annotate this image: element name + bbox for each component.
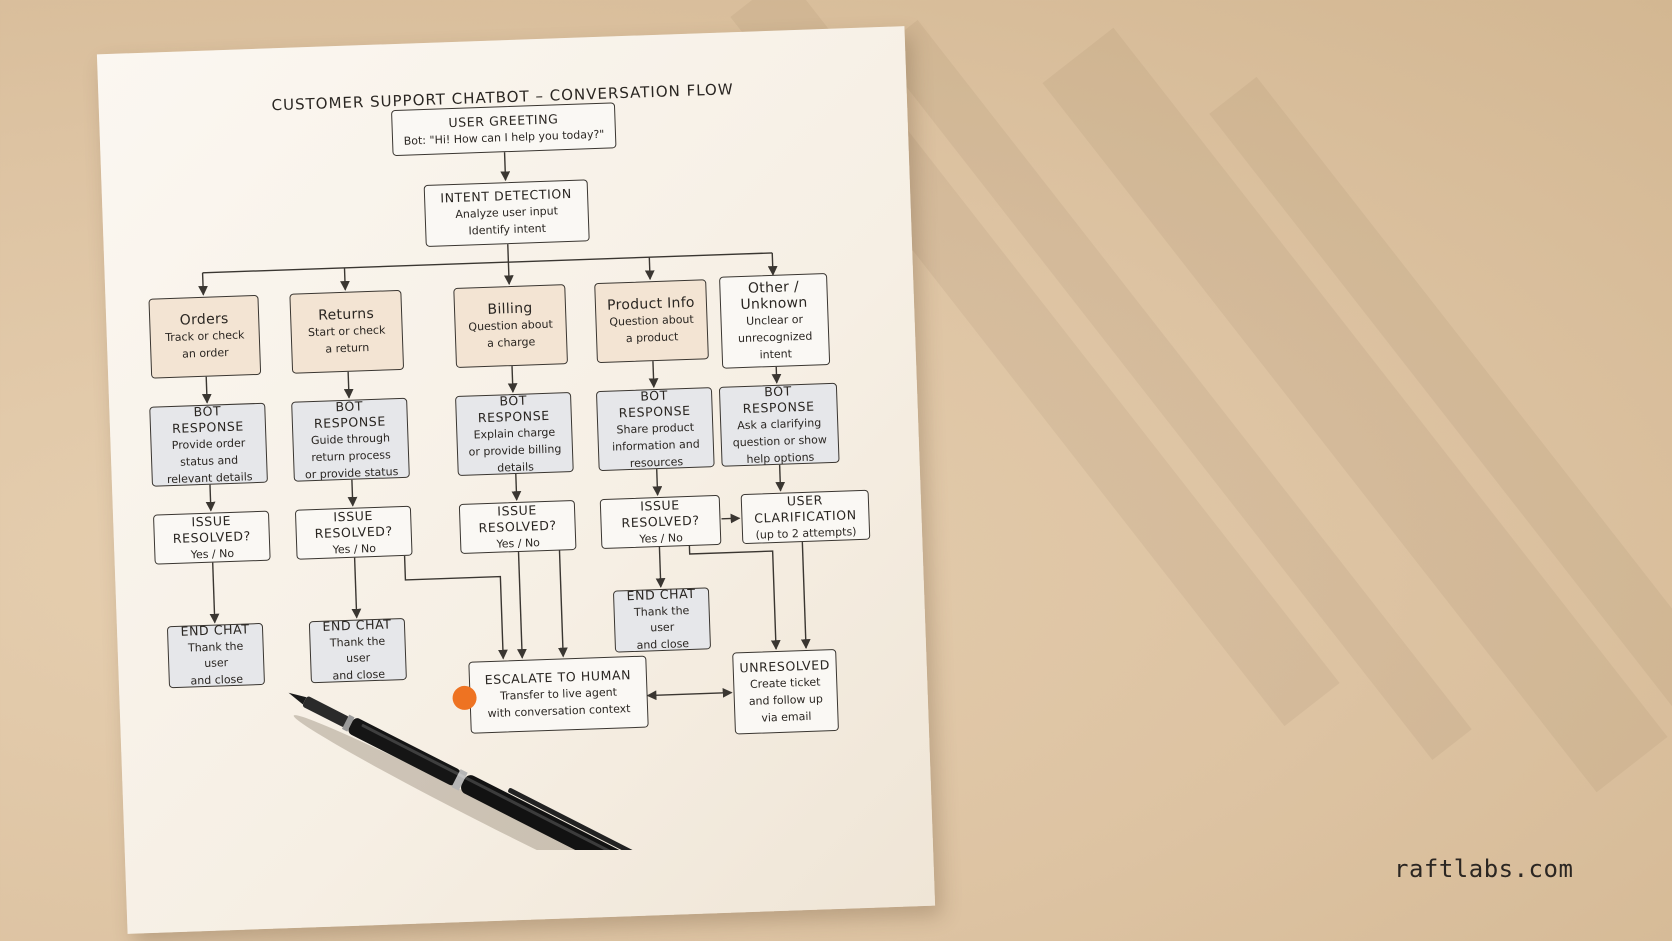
issue-resolved-options: Yes / No xyxy=(190,546,235,561)
intent-detection-line: Identify intent xyxy=(468,221,547,238)
unresolved-node: UNRESOLVED Create ticket and follow up v… xyxy=(732,648,839,735)
bot-response-orders: BOT RESPONSE Provide order status and re… xyxy=(149,402,268,487)
user-greeting-node: USER GREETING Bot: "Hi! How can I help y… xyxy=(391,102,617,157)
bot-response-heading: BOT RESPONSE xyxy=(313,397,387,431)
shadow-stripe xyxy=(1042,27,1668,793)
category-heading: Returns xyxy=(317,305,375,324)
pen-image xyxy=(288,692,671,850)
category-heading: Product Info xyxy=(606,294,696,314)
flowchart-paper: CUSTOMER SUPPORT CHATBOT – CONVERSATION … xyxy=(96,26,936,934)
bot-response-returns: BOT RESPONSE Guide through return proces… xyxy=(291,397,410,482)
category-returns: Returns Start or check a return xyxy=(289,289,405,374)
intent-detection-node: INTENT DETECTION Analyze user input Iden… xyxy=(423,179,590,248)
category-line: Question about xyxy=(609,312,694,329)
bot-response-line: Guide through xyxy=(310,430,391,447)
category-line: a return xyxy=(325,341,370,356)
end-chat-line: and close xyxy=(190,672,244,688)
category-other-unknown: Other / Unknown Unclear or unrecognized … xyxy=(719,273,831,369)
category-heading: Unknown xyxy=(740,294,808,313)
category-line: unrecognized xyxy=(737,329,813,345)
unresolved-line: via email xyxy=(761,709,812,725)
bot-response-heading: BOT RESPONSE xyxy=(618,387,691,420)
category-heading: Billing xyxy=(487,300,533,318)
category-orders: Orders Track or check an order xyxy=(148,294,262,379)
issue-resolved-options: Yes / No xyxy=(496,535,541,551)
category-billing: Billing Question about a charge xyxy=(453,284,568,369)
user-clarification-text: (up to 2 attempts) xyxy=(755,524,857,542)
user-clarification-heading: USER CLARIFICATION xyxy=(753,491,857,526)
end-chat-orders: END CHAT Thank the user and close xyxy=(166,621,265,689)
bot-response-line: or provide status xyxy=(304,464,399,481)
end-chat-heading: END CHAT xyxy=(180,621,250,639)
category-line: a charge xyxy=(486,335,536,350)
issue-resolved-product-info: ISSUE RESOLVED? Yes / No xyxy=(599,494,722,550)
issue-resolved-heading: ISSUE RESOLVED? xyxy=(172,512,252,546)
category-line: Start or check xyxy=(307,323,386,340)
unresolved-heading: UNRESOLVED xyxy=(739,656,831,675)
bot-response-line: Ask a clarifying xyxy=(736,415,822,432)
issue-resolved-heading: ISSUE RESOLVED? xyxy=(621,496,700,530)
bot-response-line: help options xyxy=(746,450,815,466)
bot-response-line: or provide billing xyxy=(468,441,562,459)
bot-response-line: resources xyxy=(629,454,684,470)
brand-watermark: raftlabs.com xyxy=(1394,855,1574,883)
bot-response-line: Provide order xyxy=(171,435,246,452)
category-heading: Orders xyxy=(179,310,229,329)
end-chat-heading: END CHAT xyxy=(626,585,696,604)
bot-response-line: Share product xyxy=(616,420,695,436)
category-line: an order xyxy=(181,345,229,361)
connector-arrows xyxy=(198,152,811,701)
bot-response-heading: BOT RESPONSE xyxy=(171,402,245,436)
bot-response-line: relevant details xyxy=(166,469,253,486)
issue-resolved-heading: ISSUE RESOLVED? xyxy=(478,501,557,535)
category-product-info: Product Info Question about a product xyxy=(594,279,709,364)
issue-resolved-options: Yes / No xyxy=(639,530,684,546)
issue-resolved-heading: ISSUE RESOLVED? xyxy=(314,507,393,541)
unresolved-line: Create ticket xyxy=(749,675,821,691)
end-chat-line: Thank the user xyxy=(187,639,244,670)
bot-response-other: BOT RESPONSE Ask a clarifying question o… xyxy=(718,382,840,467)
category-line: intent xyxy=(759,346,793,361)
issue-resolved-returns: ISSUE RESOLVED? Yes / No xyxy=(294,505,413,560)
bot-response-product-info: BOT RESPONSE Share product information a… xyxy=(595,387,715,472)
category-line: a product xyxy=(625,330,679,346)
category-heading: Other / xyxy=(747,278,800,297)
category-line: Unclear or xyxy=(745,312,804,328)
bot-response-heading: BOT RESPONSE xyxy=(477,392,550,425)
issue-resolved-billing: ISSUE RESOLVED? Yes / No xyxy=(458,499,577,554)
unresolved-line: and follow up xyxy=(748,691,824,708)
issue-resolved-orders: ISSUE RESOLVED? Yes / No xyxy=(152,510,271,565)
end-chat-product-info: END CHAT Thank the user and close xyxy=(612,585,712,653)
category-line: Track or check xyxy=(164,328,245,345)
issue-resolved-options: Yes / No xyxy=(332,541,377,556)
end-chat-heading: END CHAT xyxy=(322,616,392,634)
end-chat-line: Thank the user xyxy=(633,604,690,635)
bot-response-line: status and xyxy=(179,453,239,469)
user-greeting-text: Bot: "Hi! How can I help you today?" xyxy=(403,127,605,148)
bot-response-heading: BOT RESPONSE xyxy=(742,382,815,416)
bot-response-line: Explain charge xyxy=(473,425,556,441)
end-chat-line: and close xyxy=(636,637,690,652)
category-line: Question about xyxy=(468,317,554,334)
bot-response-line: question or show xyxy=(732,432,828,449)
bot-response-line: details xyxy=(497,459,535,475)
bot-response-billing: BOT RESPONSE Explain charge or provide b… xyxy=(455,392,574,477)
bot-response-line: information and xyxy=(611,437,700,454)
user-clarification-node: USER CLARIFICATION (up to 2 attempts) xyxy=(740,489,871,545)
bot-response-line: return process xyxy=(311,447,391,464)
